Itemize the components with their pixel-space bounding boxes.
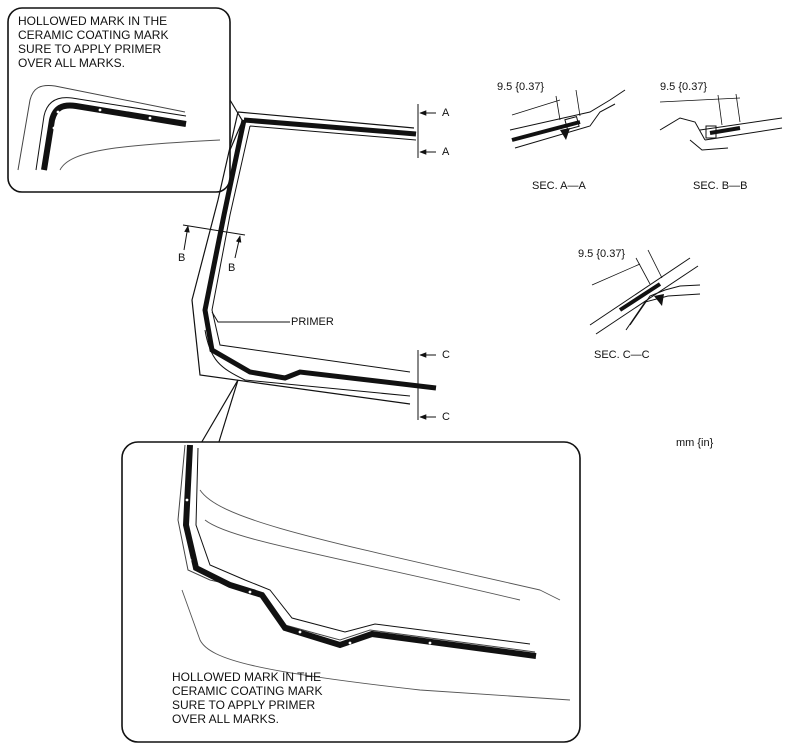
bottom-note: HOLLOWED MARK IN THE CERAMIC COATING MAR… (172, 670, 392, 726)
units-label: mm {in} (676, 437, 714, 449)
top-note-line: CERAMIC COATING MARK (18, 28, 169, 42)
bottom-note-line: HOLLOWED MARK IN THE (172, 670, 322, 684)
bottom-detail-callout (121, 441, 581, 743)
section-a-title: SEC. A—A (532, 180, 586, 192)
top-note: HOLLOWED MARK IN THE CERAMIC COATING MAR… (18, 14, 223, 70)
section-c-c (589, 249, 701, 335)
bottom-note-line: CERAMIC COATING MARK (172, 684, 323, 698)
section-b-dimension: 9.5 {0.37} (660, 81, 708, 93)
section-marker-c-bottom: C (442, 411, 450, 423)
section-b-b (659, 93, 783, 151)
section-marker-a-bottom: A (442, 146, 450, 158)
top-note-line: OVER ALL MARKS. (18, 56, 125, 70)
top-note-line: HOLLOWED MARK IN THE (18, 14, 168, 28)
section-c-dimension: 9.5 {0.37} (578, 248, 626, 260)
section-marker-b-right: B (228, 262, 236, 274)
bottom-note-line: OVER ALL MARKS. (172, 712, 279, 726)
section-b-title: SEC. B—B (693, 180, 748, 192)
top-note-line: SURE TO APPLY PRIMER (18, 42, 162, 56)
section-marker-a-top: A (442, 107, 450, 119)
section-a-dimension: 9.5 {0.37} (497, 81, 545, 93)
top-detail-callout (7, 7, 243, 193)
windshield-main-view (182, 104, 437, 446)
section-marker-c-top: C (442, 349, 450, 361)
primer-label: PRIMER (291, 316, 334, 328)
bottom-note-line: SURE TO APPLY PRIMER (172, 698, 316, 712)
section-a-a (509, 89, 626, 149)
section-marker-b-left: B (178, 252, 186, 264)
section-c-title: SEC. C—C (594, 349, 650, 361)
